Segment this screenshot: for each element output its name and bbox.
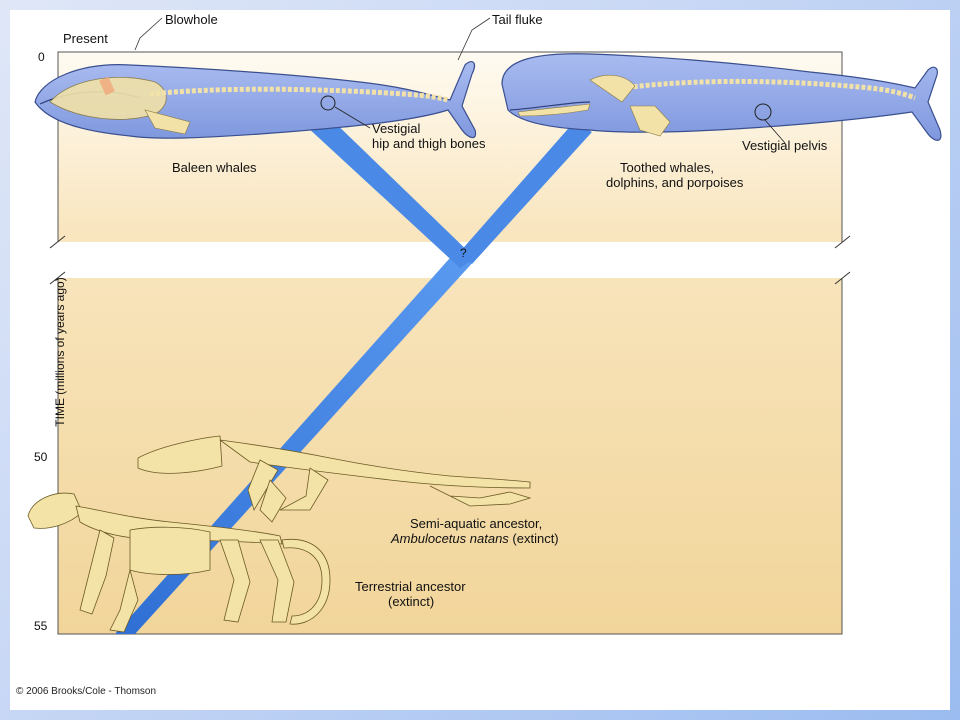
blowhole-label: Blowhole [165,12,218,27]
slide: Present 0 50 55 TIME (millions of years … [10,10,950,710]
axis-tick-55: 55 [34,619,48,633]
semi-aquatic-label-1: Semi-aquatic ancestor, [410,516,543,531]
axis-break-mark [49,235,66,249]
terrestrial-label-1: Terrestrial ancestor [355,579,466,594]
axis-break-mark [834,271,851,285]
ambulocetus-skeleton [137,435,532,523]
vestigial-pelvis-label: Vestigial pelvis [742,138,828,153]
toothed-whale-body [501,53,942,141]
toothed-whales-label-2: dolphins, and porpoises [606,175,744,190]
toothed-whale-jaw [517,103,591,117]
copyright-credit: © 2006 Brooks/Cole - Thomson [16,686,157,697]
baleen-whales-label: Baleen whales [172,160,257,175]
branch-toothed [458,122,592,264]
divergence-question-mark: ? [460,246,467,260]
terrestrial-ancestor-skeleton [27,492,331,633]
vestigial-hip-marker [320,95,336,111]
axis-tick-50: 50 [34,450,48,464]
axis-break-mark [49,271,66,285]
axis-tick-0: 0 [38,50,45,64]
time-axis-title: TIME (millions of years ago) [53,277,67,427]
axis-break-mark [834,235,851,249]
tail-fluke-label: Tail fluke [492,12,543,27]
terrestrial-label-2: (extinct) [388,594,435,609]
semi-aquatic-extinct-note: (extinct) [508,531,559,546]
vestigial-hip-label-2: hip and thigh bones [372,136,486,151]
vestigial-pelvis-marker [754,103,772,121]
toothed-whales-label-1: Toothed whales, [620,160,714,175]
baleen-skeleton [49,77,167,120]
vestigial-hip-label-1: Vestigial [372,121,421,136]
toothed-whale-flipper [629,105,671,137]
present-label: Present [63,31,108,46]
semi-aquatic-species-name: Ambulocetus natans [391,531,509,546]
branch-baleen [306,114,475,268]
semi-aquatic-label-2: Ambulocetus natans (extinct) [391,531,559,546]
whale-evolution-diagram [27,17,942,635]
